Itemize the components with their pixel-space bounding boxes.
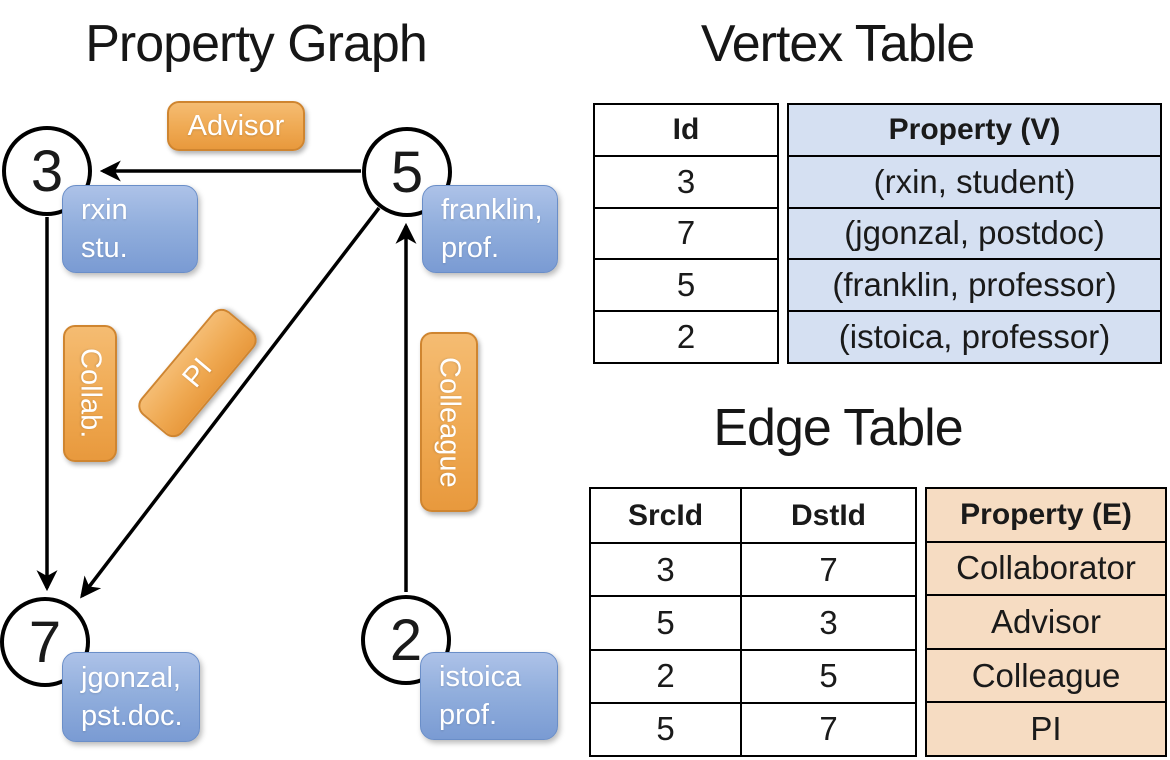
edge-label-text: PI — [176, 351, 219, 394]
edge-label-text: Advisor — [187, 109, 285, 142]
vertex-property-line: prof. — [441, 232, 500, 264]
edge-table-property-column: Property (E) Collaborator Advisor Collea… — [925, 487, 1167, 757]
vertex-table-property-cell: (jgonzal, postdoc) — [789, 206, 1160, 259]
edge-table-header-srcid: SrcId — [627, 498, 704, 532]
edge-table-src-cell: 2 — [591, 648, 740, 702]
vertex-property-line: pst.doc. — [81, 700, 183, 732]
vertex-table-property-cell: (rxin, student) — [789, 154, 1160, 207]
vertex-table-title: Vertex Table — [700, 15, 975, 73]
vertex-property-line: rxin — [81, 193, 128, 226]
node-id-label: 5 — [390, 139, 424, 205]
node-id-label: 2 — [389, 607, 423, 673]
edge-table-dst-cell: 7 — [740, 701, 915, 755]
vertex-property-line: stu. — [81, 232, 128, 264]
edge-table-property-cell: Advisor — [927, 594, 1165, 648]
vertex-property-line: prof. — [439, 699, 498, 731]
edge-table-dst-cell: 5 — [740, 648, 915, 702]
edge-label-collab: Collab. — [63, 325, 117, 462]
edge-label-colleague: Colleague — [420, 332, 478, 512]
vertex-table-property-column: Property (V) (rxin, student) (jgonzal, p… — [787, 103, 1162, 364]
edge-label-text: Colleague — [433, 356, 466, 488]
vertex-property-line: istoica — [439, 660, 522, 693]
edge-table-src-dst-columns: SrcId DstId 3 7 5 3 2 5 5 7 — [589, 487, 917, 757]
property-graph-title: Property Graph — [85, 15, 428, 73]
vertex-property-box-rxin: rxin stu. — [62, 185, 198, 273]
edge-table-title: Edge Table — [713, 399, 963, 457]
vertex-table-id-cell: 2 — [595, 310, 777, 362]
vertex-table-property-cell: (franklin, professor) — [789, 258, 1160, 310]
vertex-property-line: jgonzal, — [81, 661, 181, 694]
graph-node-3: 3 — [2, 126, 92, 216]
edge-pi-5-to-7 — [80, 206, 381, 599]
edge-table-property-cell: PI — [927, 701, 1165, 755]
vertex-table-id-column: Id 3 7 5 2 — [593, 103, 779, 364]
edge-table-header-dstid: DstId — [740, 489, 915, 543]
edge-label-text: Collab. — [74, 348, 107, 439]
edge-label-advisor: Advisor — [167, 101, 305, 151]
edge-table-property-cell: Colleague — [927, 647, 1165, 702]
vertex-table-id-cell: 7 — [595, 206, 777, 259]
edge-table-property-cell: Collaborator — [927, 540, 1165, 595]
vertex-property-line: franklin, — [441, 193, 543, 226]
node-id-label: 3 — [30, 138, 64, 204]
edge-table-dst-cell: 7 — [740, 542, 915, 596]
edge-table-header-property: Property (E) — [960, 497, 1132, 531]
vertex-table-id-cell: 3 — [595, 154, 777, 207]
edge-table-src-cell: 5 — [591, 701, 740, 755]
edge-table-src-cell: 3 — [591, 542, 740, 595]
vertex-table-property-cell: (istoica, professor) — [789, 310, 1160, 362]
edge-table-dst-cell: 3 — [740, 595, 915, 649]
vertex-table-header-id: Id — [672, 112, 700, 146]
vertex-table-id-cell: 5 — [595, 258, 777, 310]
node-id-label: 7 — [28, 609, 62, 675]
vertex-property-box-jgonzal: jgonzal, pst.doc. — [62, 652, 200, 742]
vertex-table-header-property: Property (V) — [888, 112, 1061, 146]
edge-table-src-cell: 5 — [591, 595, 740, 648]
vertex-property-box-istoica: istoica prof. — [420, 652, 558, 740]
vertex-property-box-franklin: franklin, prof. — [422, 185, 558, 273]
